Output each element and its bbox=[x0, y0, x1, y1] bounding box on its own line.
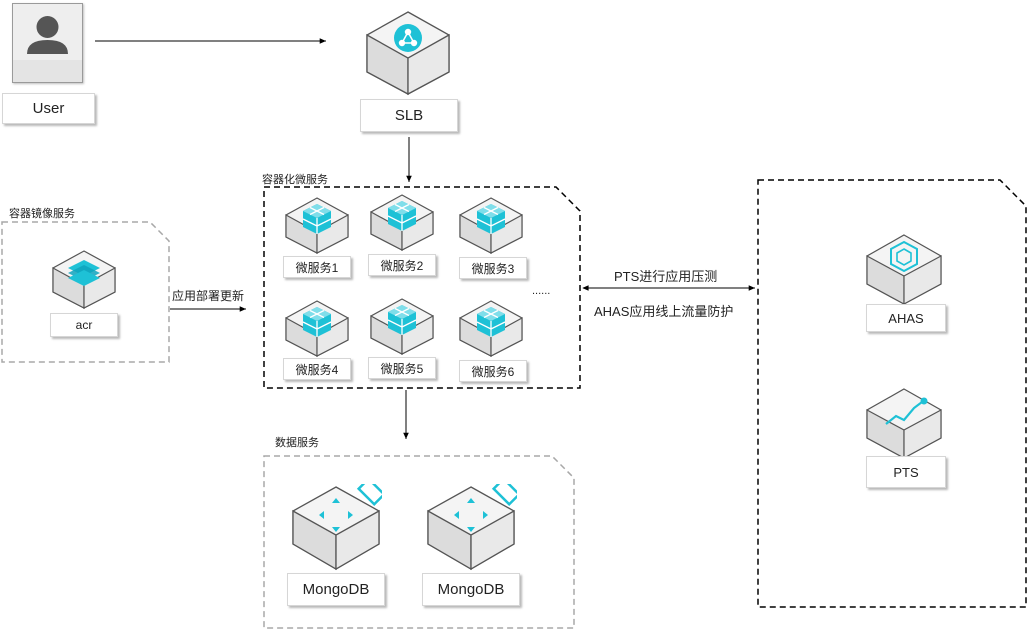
microservice-label-text: 微服务2 bbox=[380, 258, 424, 273]
slb-label: SLB bbox=[360, 99, 458, 132]
ahas-icon bbox=[890, 240, 918, 273]
ahas-label-text: AHAS bbox=[888, 310, 924, 326]
microservice-block bbox=[459, 197, 523, 254]
microservice-node-1 bbox=[283, 195, 351, 255]
slb-block bbox=[366, 11, 450, 96]
microservice-block bbox=[459, 300, 523, 357]
mongodb-label-text: MongoDB bbox=[437, 581, 505, 598]
microservice-label-text: 微服务5 bbox=[380, 361, 424, 376]
microservice-cube-icon bbox=[476, 204, 506, 234]
data-group-title: 数据服务 bbox=[275, 437, 319, 449]
microservice-label-5: 微服务5 bbox=[368, 357, 436, 379]
microservice-block bbox=[285, 197, 349, 254]
mongodb-label-text: MongoDB bbox=[302, 581, 370, 598]
deploy-edge-label: 应用部署更新 bbox=[172, 289, 245, 303]
more-services-ellipsis: ...... bbox=[532, 285, 551, 297]
container-registry-icon bbox=[68, 260, 100, 286]
microservice-label-text: 微服务6 bbox=[471, 364, 515, 379]
microservice-block bbox=[370, 194, 434, 251]
mongodb-icon bbox=[319, 477, 386, 532]
microservice-label-3: 微服务3 bbox=[459, 257, 527, 279]
registry-group-border bbox=[1, 221, 170, 363]
ahas-node bbox=[864, 232, 944, 306]
pts-block bbox=[866, 388, 942, 460]
microservice-label-6: 微服务6 bbox=[459, 360, 527, 382]
mongodb-label-1: MongoDB bbox=[287, 573, 385, 606]
mongodb-block bbox=[427, 477, 521, 571]
mongodb-icon bbox=[454, 477, 521, 532]
microservice-node-2 bbox=[368, 192, 436, 252]
slb-node bbox=[363, 8, 453, 98]
acr-label-text: acr bbox=[75, 318, 93, 332]
microservice-cube-icon bbox=[387, 305, 417, 335]
microservice-cube-icon bbox=[302, 307, 332, 337]
ahas-block bbox=[866, 234, 942, 306]
slb-icon bbox=[394, 24, 422, 52]
microservice-node-6 bbox=[457, 298, 525, 358]
microservice-group-border bbox=[263, 186, 581, 389]
user-label: User bbox=[2, 93, 95, 124]
microservice-node-3 bbox=[457, 195, 525, 255]
pts-node bbox=[864, 386, 944, 460]
mongodb-node-2 bbox=[425, 477, 521, 572]
microservice-cube-icon bbox=[302, 204, 332, 234]
user-avatar-node bbox=[12, 3, 83, 83]
ahas-label: AHAS bbox=[866, 304, 946, 332]
microservice-label-text: 微服务1 bbox=[295, 260, 339, 275]
microservice-block bbox=[370, 298, 434, 355]
ahas-protect-edge-label: AHAS应用线上流量防护 bbox=[594, 304, 734, 319]
user-icon bbox=[13, 16, 82, 82]
pts-test-edge-label: PTS进行应用压测 bbox=[614, 269, 718, 284]
acr-label: acr bbox=[50, 313, 118, 337]
monitoring-group-border bbox=[757, 179, 1027, 608]
microservice-block bbox=[285, 300, 349, 357]
pts-label: PTS bbox=[866, 456, 946, 488]
user-label-text: User bbox=[32, 100, 65, 117]
microservice-label-1: 微服务1 bbox=[283, 256, 351, 278]
microservice-cube-icon bbox=[476, 307, 506, 337]
mongodb-block bbox=[292, 477, 386, 571]
microservice-label-text: 微服务3 bbox=[471, 261, 515, 276]
acr-node bbox=[50, 248, 118, 310]
microservice-label-text: 微服务4 bbox=[295, 362, 339, 377]
pts-label-text: PTS bbox=[893, 464, 919, 480]
microservice-label-4: 微服务4 bbox=[283, 358, 351, 380]
microservice-node-4 bbox=[283, 298, 351, 358]
containerized-group-title: 容器化微服务 bbox=[262, 174, 328, 186]
slb-label-text: SLB bbox=[394, 107, 424, 124]
data-group-border bbox=[263, 455, 575, 629]
microservice-node-5 bbox=[368, 296, 436, 356]
microservice-cube-icon bbox=[387, 201, 417, 231]
mongodb-label-2: MongoDB bbox=[422, 573, 520, 606]
microservice-label-2: 微服务2 bbox=[368, 254, 436, 276]
pts-chart-icon bbox=[885, 397, 928, 425]
acr-block bbox=[52, 250, 116, 309]
registry-group-title: 容器镜像服务 bbox=[9, 208, 75, 220]
mongodb-node-1 bbox=[290, 477, 386, 572]
